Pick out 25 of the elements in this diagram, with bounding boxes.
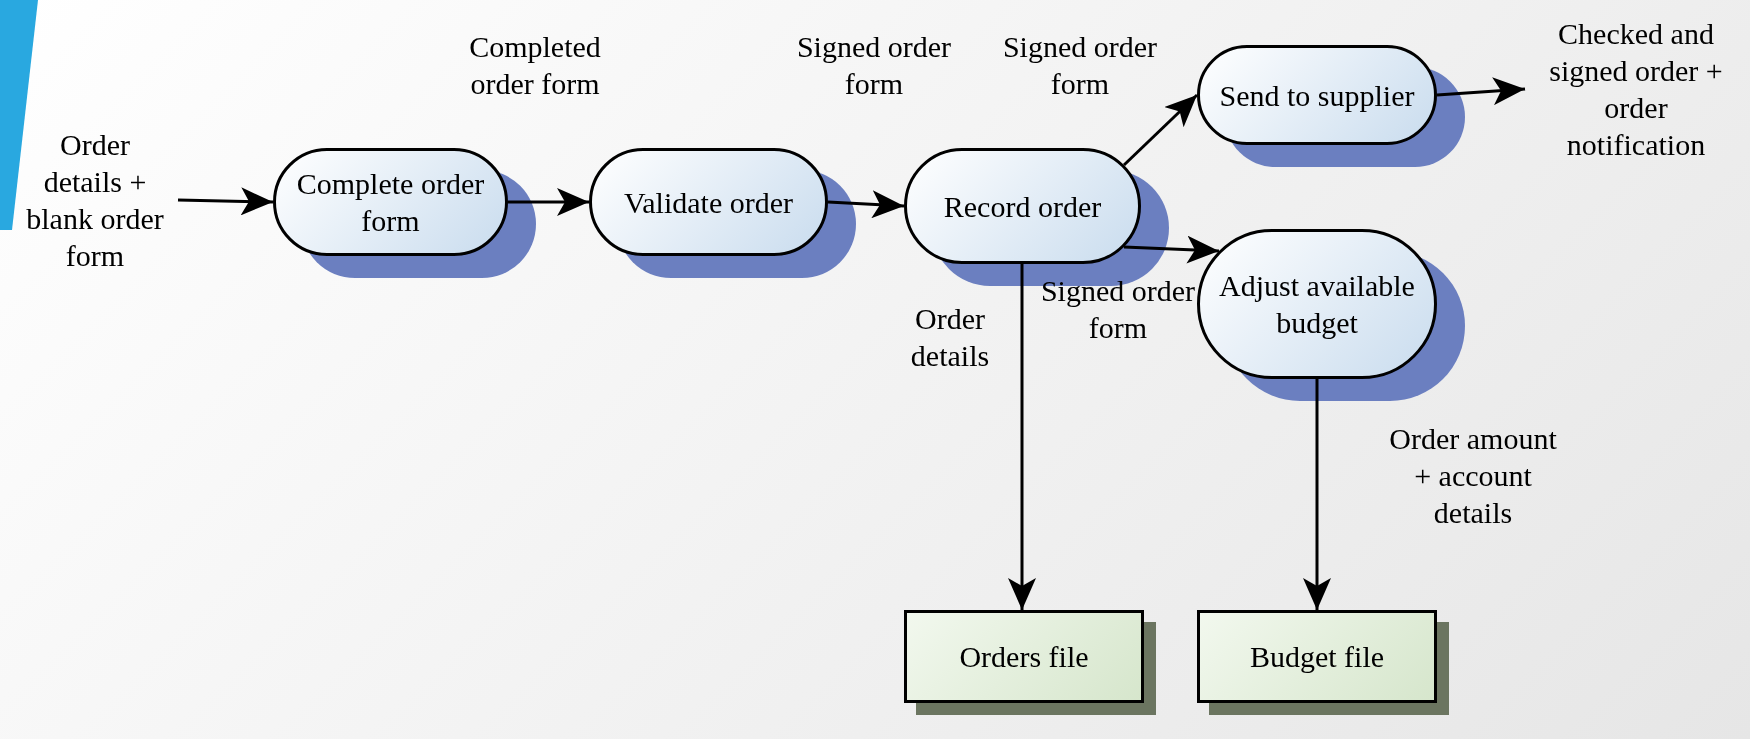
data-store-box bbox=[904, 610, 1144, 703]
arrow bbox=[177, 187, 274, 216]
edge-label: Order amount + account details bbox=[1388, 421, 1558, 531]
edge-label: Signed order form bbox=[795, 29, 953, 102]
arrow bbox=[508, 188, 589, 216]
node-label: Complete order form bbox=[295, 166, 486, 239]
arrow bbox=[1122, 93, 1199, 167]
node-label: Validate order bbox=[623, 184, 794, 221]
edge-label: Completed order form bbox=[468, 29, 602, 102]
node-label: Checked and signed order + order notification bbox=[1548, 16, 1724, 163]
process-pill bbox=[904, 148, 1141, 264]
data-store-box bbox=[1197, 610, 1437, 703]
edge-label: Order details bbox=[909, 301, 991, 374]
arrow bbox=[1303, 379, 1331, 610]
edge-label: Signed order form bbox=[1001, 29, 1159, 102]
node-label: Record order bbox=[943, 188, 1102, 225]
node-label: Order details + blank order form bbox=[25, 127, 165, 274]
arrow bbox=[1123, 235, 1220, 264]
node-label: Send to supplier bbox=[1219, 77, 1415, 114]
node-label: Budget file bbox=[1249, 639, 1385, 675]
arrow bbox=[1008, 264, 1036, 610]
arrow bbox=[1436, 77, 1526, 106]
node-label: Adjust available budget bbox=[1218, 268, 1416, 341]
arrow bbox=[827, 190, 905, 219]
node-label: Orders file bbox=[959, 639, 1089, 675]
